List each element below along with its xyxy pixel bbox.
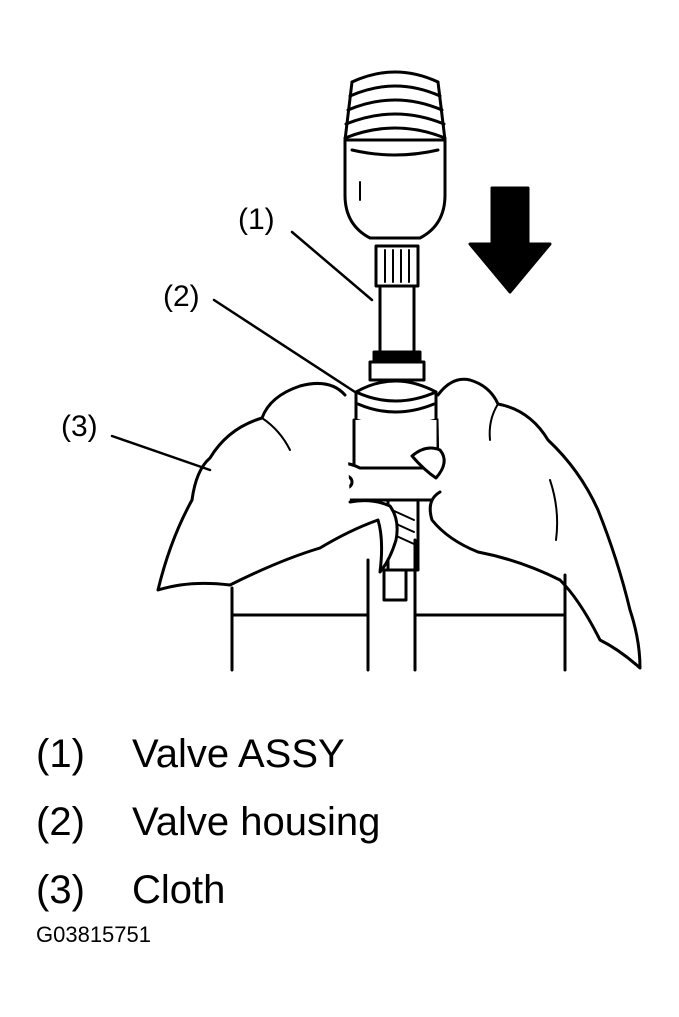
leader-line-2	[212, 298, 357, 394]
press-chuck-icon	[343, 70, 447, 240]
legend-label: Valve housing	[132, 799, 381, 844]
valve-assy-shaft	[368, 244, 426, 382]
down-arrow-icon	[468, 186, 552, 294]
callout-1: (1)	[238, 203, 275, 236]
vise-fixture	[230, 538, 567, 672]
figure-id: G03815751	[36, 922, 151, 947]
parts-legend: (1) Valve ASSY (2) Valve housing (3) Clo…	[36, 720, 380, 924]
legend-item: (3) Cloth	[36, 856, 380, 924]
leader-lines	[110, 230, 374, 472]
legend-label: Cloth	[132, 867, 226, 912]
legend-number: (3)	[36, 867, 85, 912]
legend-label: Valve ASSY	[132, 731, 345, 776]
leader-line-1	[290, 230, 374, 302]
callout-3: (3)	[61, 410, 98, 443]
leader-line-3	[110, 434, 212, 472]
valve-removal-illustration	[110, 70, 642, 672]
legend-item: (2) Valve housing	[36, 788, 380, 856]
cloth-icon	[156, 377, 642, 670]
legend-number: (1)	[36, 731, 85, 776]
legend-number: (2)	[36, 799, 85, 844]
legend-item: (1) Valve ASSY	[36, 720, 380, 788]
callout-2: (2)	[163, 280, 200, 313]
